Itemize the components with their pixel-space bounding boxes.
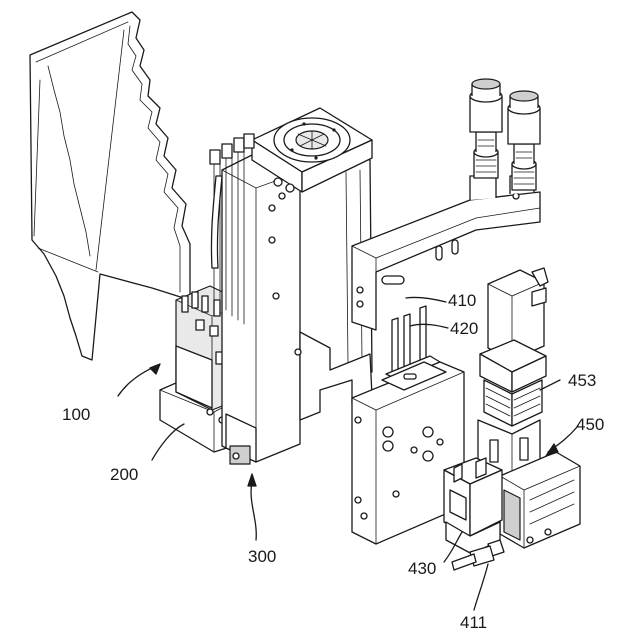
ref-430: 430: [408, 559, 436, 578]
ref-453: 453: [568, 371, 596, 390]
ref-200: 200: [110, 465, 138, 484]
rotary-coupler-left: [470, 79, 502, 178]
ref-100: 100: [62, 405, 90, 424]
gripper-block-430: [444, 458, 502, 554]
ref-300: 300: [248, 547, 276, 566]
ref-420: 420: [450, 319, 478, 338]
ref-450: 450: [576, 415, 604, 434]
ref-411: 411: [460, 613, 487, 632]
ref-410: 410: [448, 291, 476, 310]
cover-panel-100: [30, 12, 190, 360]
main-column-300: [210, 108, 372, 464]
rotary-coupler-right: [508, 91, 540, 190]
